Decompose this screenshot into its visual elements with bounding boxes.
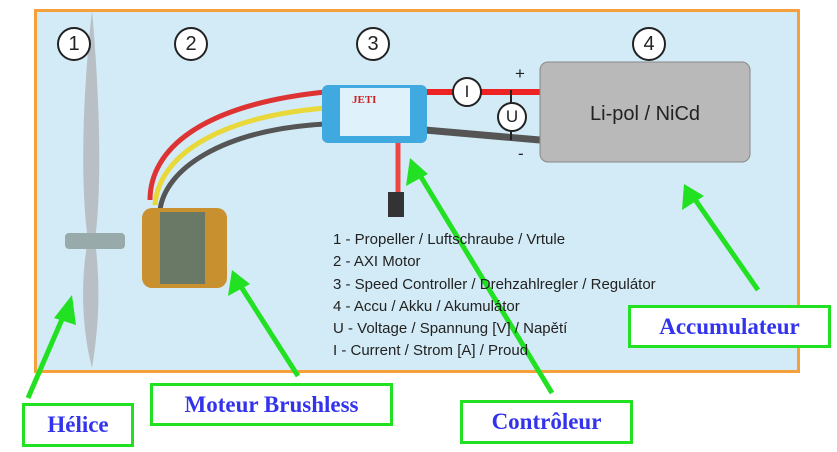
propeller-hub <box>65 233 125 249</box>
minus-sign: - <box>518 144 524 163</box>
legend-item: 2 - AXI Motor <box>333 253 421 271</box>
legend-item: 4 - Accu / Akku / Akumulátor <box>333 297 520 315</box>
legend-item: 3 - Speed Controller / Drehzahlregler / … <box>333 275 656 293</box>
label-controller: Contrôleur <box>460 400 633 444</box>
arrow-head-battery <box>682 184 704 210</box>
arrow-head-propeller <box>54 295 76 325</box>
speed-controller-label <box>340 88 410 136</box>
label-motor: Moteur Brushless <box>150 383 393 426</box>
arrow-head-motor <box>228 270 250 296</box>
plus-sign: + <box>515 64 525 83</box>
motor-wire-red <box>147 89 326 201</box>
label-battery: Accumulateur <box>628 305 831 348</box>
legend-item: I - Current / Strom [A] / Proud <box>333 342 529 360</box>
number-2: 2 <box>174 27 208 61</box>
number-1: 1 <box>57 27 91 61</box>
label-propeller: Hélice <box>22 403 134 447</box>
battery-label: Li-pol / NiCd <box>590 103 701 125</box>
voltage-meter: U <box>497 102 527 132</box>
number-4: 4 <box>632 27 666 61</box>
servo-connector <box>388 192 404 217</box>
controller-brand: JETI <box>352 94 376 106</box>
propeller <box>83 10 100 368</box>
arrows <box>25 158 761 399</box>
legend-item: U - Voltage / Spannung [V] / Napětí <box>333 320 568 338</box>
current-meter: I <box>452 77 482 107</box>
arrow-head-controller <box>406 158 428 186</box>
legend: 1 - Propeller / Luftschraube / Vrtule 2 … <box>333 229 656 363</box>
legend-item: 1 - Propeller / Luftschraube / Vrtule <box>333 231 566 248</box>
battery-wire-negative <box>424 126 541 144</box>
number-3: 3 <box>356 27 390 61</box>
motor-wire-yellow <box>152 105 326 206</box>
battery <box>539 61 751 163</box>
motor-wire-black <box>157 121 326 211</box>
